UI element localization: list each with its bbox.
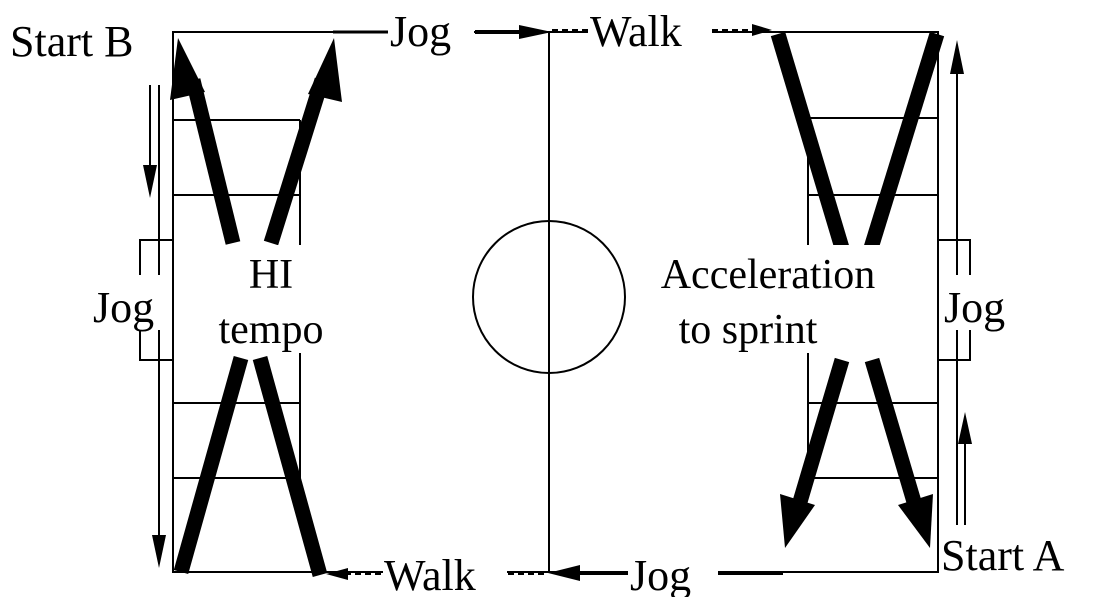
accel-run-line-2	[863, 31, 945, 251]
hi-run-line-4	[252, 356, 328, 577]
right-jog-arrowhead-short	[958, 412, 972, 444]
label-to-sprint: to sprint	[679, 307, 818, 353]
accel-run-arrowhead-1	[780, 494, 815, 548]
accel-run-line-1	[770, 31, 850, 251]
bottom-route	[326, 565, 783, 581]
left-jog-arrowhead-short	[143, 165, 157, 198]
hi-run-line-1	[185, 78, 241, 245]
hi-tempo-runs	[170, 38, 342, 577]
label-jog-bottom: Jog	[630, 551, 691, 597]
hi-run-arrowhead-2	[308, 38, 342, 102]
label-start-a: Start A	[941, 531, 1065, 580]
left-jog-arrowhead-long	[152, 535, 166, 568]
label-jog-right: Jog	[944, 283, 1005, 332]
left-side-route	[143, 85, 166, 568]
label-acceleration: Acceleration	[661, 252, 876, 298]
hi-run-line-2	[263, 77, 330, 246]
accel-run-arrowhead-2	[898, 494, 933, 548]
label-jog-left: Jog	[93, 283, 154, 332]
top-route	[333, 24, 772, 39]
label-walk-top: Walk	[590, 7, 682, 56]
hi-run-arrowhead-1	[170, 38, 205, 100]
label-jog-top: Jog	[390, 7, 451, 56]
label-tempo: tempo	[219, 307, 324, 353]
label-walk-bottom: Walk	[384, 551, 476, 597]
labels: Start B Start A Jog Walk Walk Jog Jog Jo…	[10, 7, 1065, 597]
accel-run-line-3	[789, 357, 850, 515]
label-backgrounds	[90, 8, 1021, 594]
top-walk-arrowhead	[752, 24, 772, 36]
acceleration-runs	[770, 31, 945, 548]
label-start-b: Start B	[10, 17, 133, 66]
hi-run-line-3	[173, 355, 249, 575]
bottom-jog-arrowhead	[548, 565, 580, 581]
bottom-walk-arrowhead	[326, 568, 348, 580]
top-jog-arrowhead	[519, 25, 552, 39]
right-jog-arrowhead-long	[950, 40, 964, 74]
accel-run-line-4	[864, 357, 925, 515]
label-hi: HI	[249, 252, 293, 298]
center-circle	[472, 220, 626, 374]
